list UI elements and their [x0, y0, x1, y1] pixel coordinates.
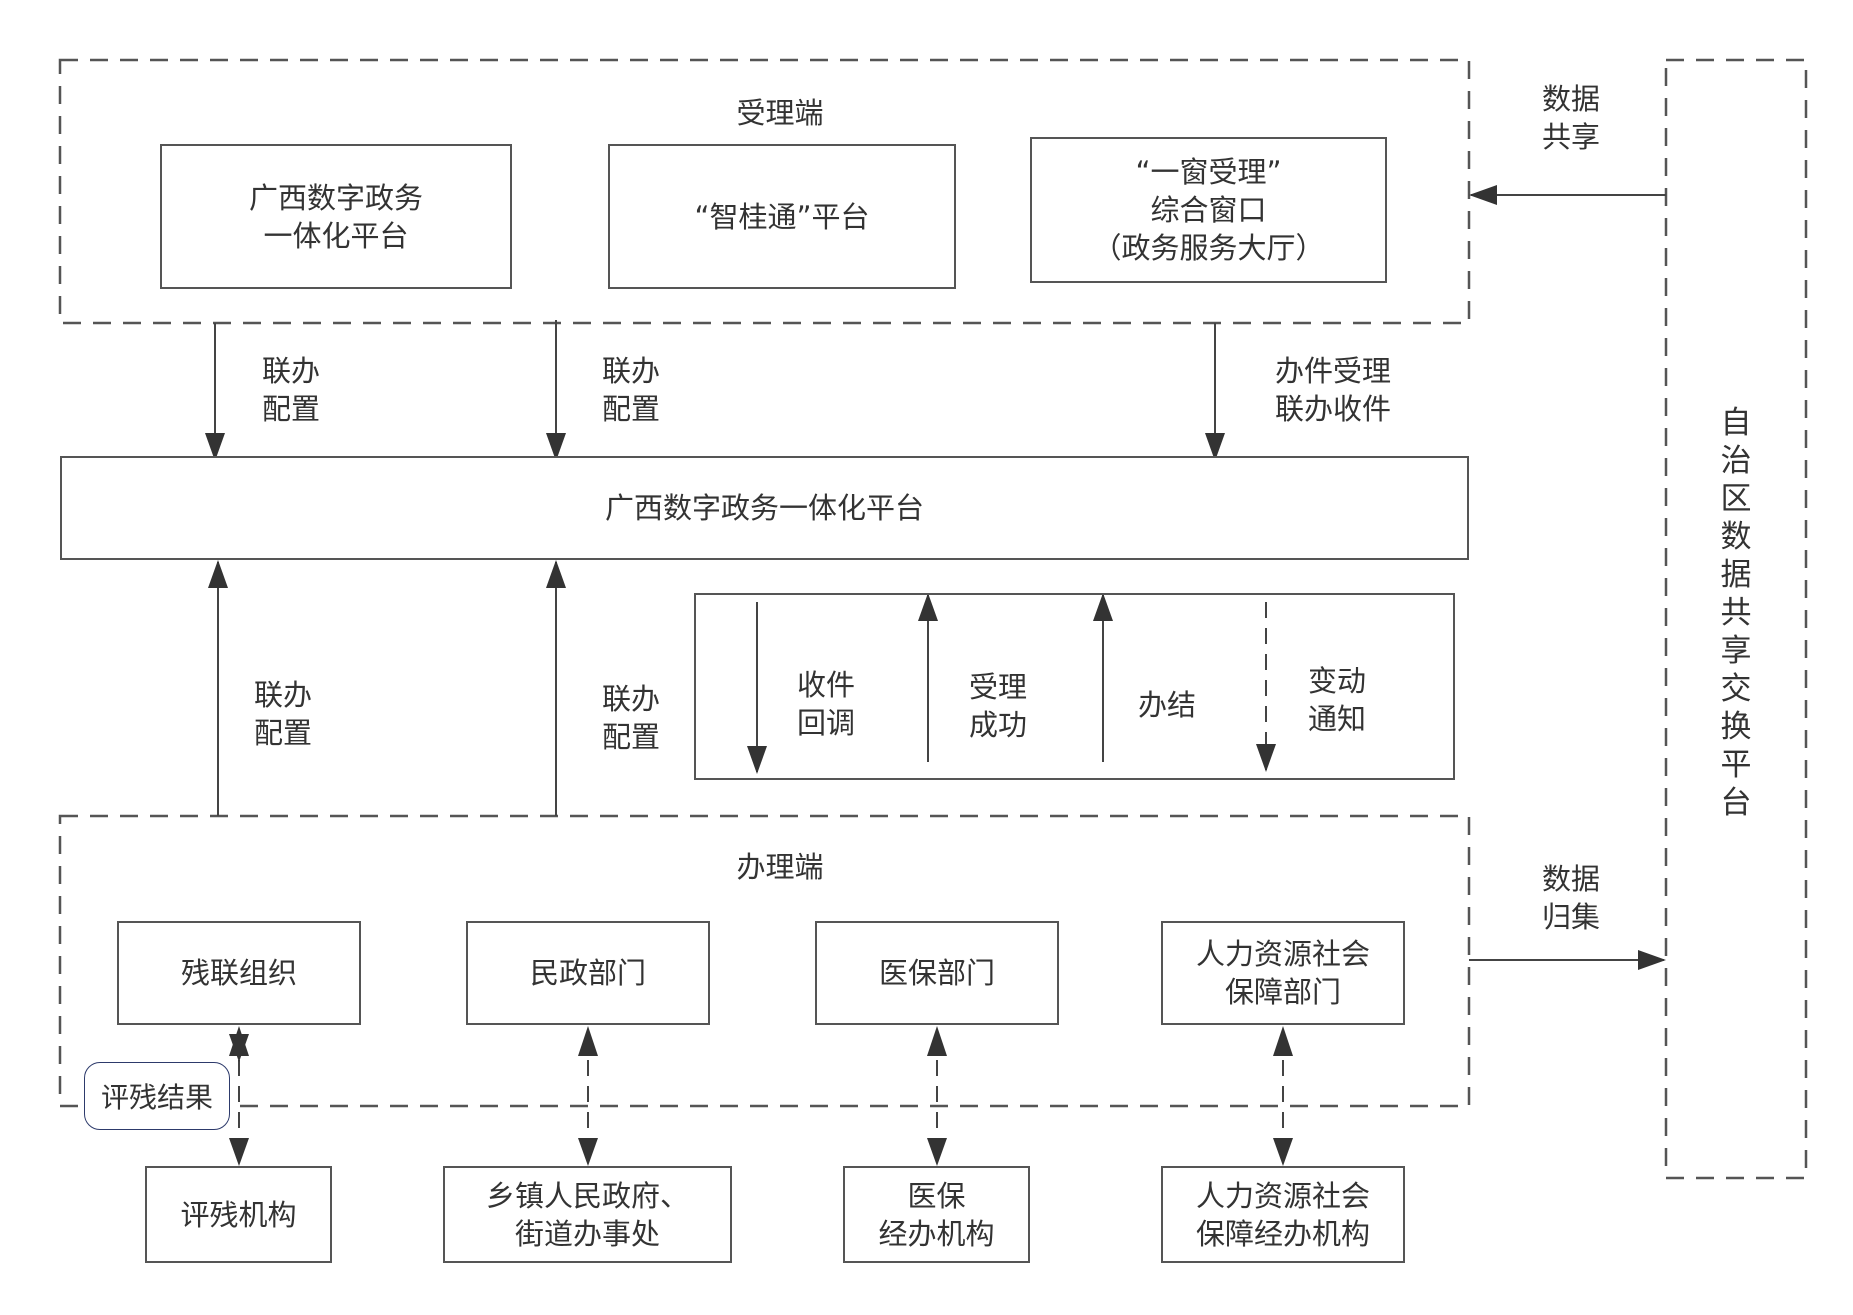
processing-zone-border [58, 814, 1471, 1108]
top-link-label-3: 办件受理 联办收件 [1275, 354, 1392, 426]
data-collect-label: 数据 归集 [1542, 862, 1601, 934]
agency-label: 乡镇人民政府、 街道办事处 [485, 1178, 689, 1251]
agency-label: 医保 经办机构 [878, 1178, 995, 1251]
dept-box-civil-affairs: 民政部门 [466, 921, 710, 1025]
assessment-result-label: 评残结果 [100, 1081, 213, 1114]
gx-platform-box: 广西数字政务 一体化平台 [160, 144, 512, 289]
status-label-received: 收件 回调 [797, 668, 856, 740]
exchange-platform-border [1664, 58, 1808, 1180]
top-link-label-1: 联办 配置 [262, 354, 321, 426]
top-link-label-2: 联办 配置 [602, 354, 661, 426]
central-platform-box: 广西数字政务一体化平台 [60, 456, 1469, 560]
agency-label: 评残机构 [180, 1197, 297, 1232]
status-flow-box [694, 593, 1455, 780]
status-label-accepted: 受理 成功 [969, 670, 1028, 742]
agency-box-hr: 人力资源社会 保障经办机构 [1161, 1166, 1405, 1263]
central-platform-label: 广西数字政务一体化平台 [604, 491, 924, 525]
agency-box-township: 乡镇人民政府、 街道办事处 [443, 1166, 732, 1263]
acceptance-zone-title: 受理端 [736, 96, 824, 130]
exchange-platform-label: 自治区数据共享交换平台 [1720, 405, 1752, 821]
bottom-link-label-2: 联办 配置 [602, 682, 661, 754]
agency-box-assessment: 评残机构 [145, 1166, 332, 1263]
dept-agency-links [229, 1034, 1293, 1166]
dept-label: 民政部门 [529, 956, 646, 990]
status-label-completed: 办结 [1138, 688, 1197, 722]
zhiguitong-box: “智桂通”平台 [608, 144, 956, 289]
zhiguitong-label: “智桂通”平台 [694, 199, 870, 234]
dept-box-disabled-federation: 残联组织 [117, 921, 361, 1025]
dept-box-human-resources: 人力资源社会 保障部门 [1161, 921, 1405, 1025]
dept-up-arrowheads [229, 1026, 1293, 1056]
dept-box-medical-insurance: 医保部门 [815, 921, 1059, 1025]
bottom-link-label-1: 联办 配置 [254, 678, 313, 750]
dept-label: 残联组织 [180, 956, 297, 990]
one-window-label: “一窗受理” 综合窗口 （政务服务大厅） [1092, 155, 1325, 265]
assessment-result-tag: 评残结果 [84, 1062, 230, 1130]
data-share-label: 数据 共享 [1542, 82, 1601, 154]
agency-label: 人力资源社会 保障经办机构 [1195, 1178, 1370, 1251]
one-window-box: “一窗受理” 综合窗口 （政务服务大厅） [1030, 137, 1387, 283]
status-label-change: 变动 通知 [1308, 664, 1367, 736]
dept-label: 人力资源社会 保障部门 [1195, 937, 1370, 1009]
gx-platform-label: 广西数字政务 一体化平台 [248, 180, 423, 253]
agency-box-medical: 医保 经办机构 [843, 1166, 1030, 1263]
processing-zone-title: 办理端 [736, 850, 824, 884]
dept-label: 医保部门 [878, 956, 995, 990]
